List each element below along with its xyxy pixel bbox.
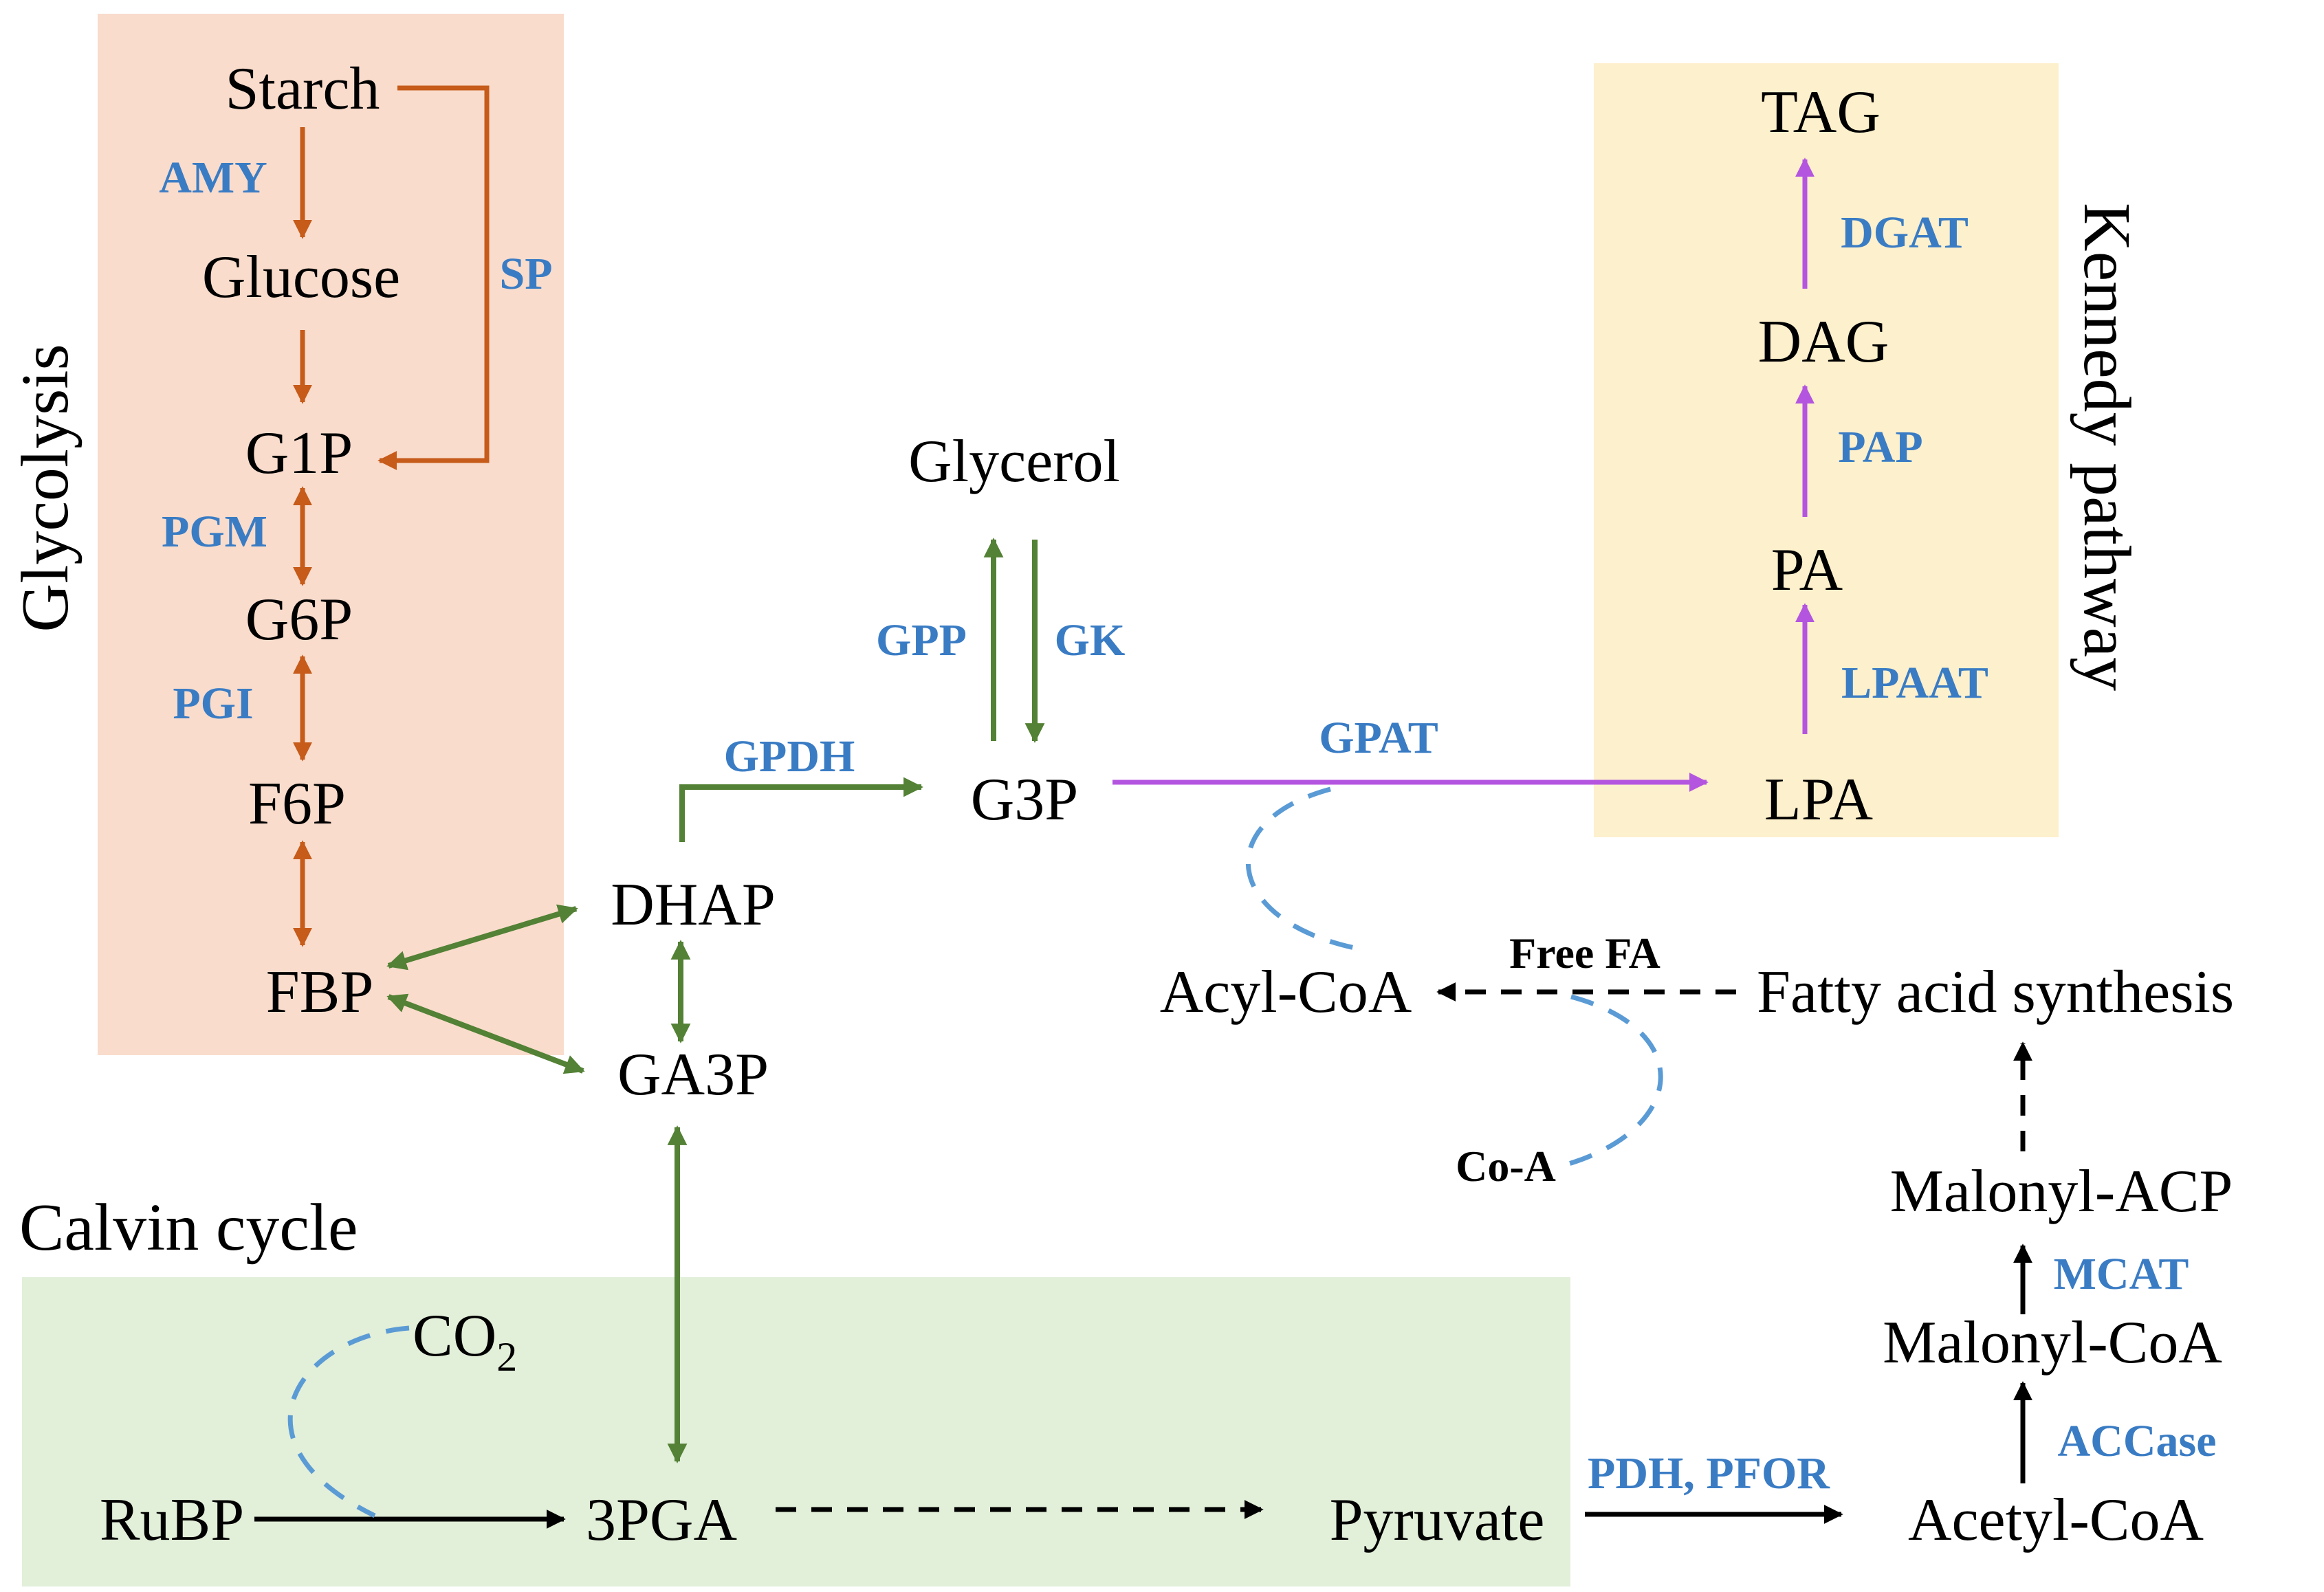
- calvin-region: [22, 1277, 1570, 1587]
- metabolite-tag: TAG: [1761, 79, 1881, 146]
- arrow-starch-g1p-sp: [377, 85, 490, 470]
- metabolite-fatty-acid-synthesis: Fatty acid synthesis: [1757, 959, 2234, 1026]
- enzyme-pap: PAP: [1838, 422, 1922, 472]
- metabolite-dhap: DHAP: [611, 872, 776, 938]
- glycolysis-label: Glycolysis: [8, 344, 83, 632]
- curve-acylcoa-gpat: [1246, 786, 1359, 951]
- enzyme-pgi: PGI: [173, 678, 253, 729]
- metabolite-pa: PA: [1771, 537, 1843, 604]
- kennedy-label: Kennedy pathway: [2070, 203, 2144, 691]
- arrow-dhap-g3p-gpdh: [679, 777, 923, 842]
- metabolite-acyl-coa: Acyl-CoA: [1160, 959, 1412, 1026]
- enzyme-amy: AMY: [159, 153, 267, 203]
- metabolite-f6p: F6P: [248, 771, 346, 837]
- metabolite-lpa: LPA: [1764, 766, 1873, 833]
- enzyme-pgm: PGM: [162, 507, 267, 557]
- metabolite-g3p: G3P: [971, 766, 1079, 833]
- enzyme-sp: SP: [499, 249, 552, 299]
- curve-coa-release: [1564, 994, 1663, 1168]
- metabolite-malonyl-acp: Malonyl-ACP: [1890, 1158, 2233, 1225]
- arrow-fbp-ga3p: [386, 993, 585, 1074]
- enzyme-mcat: MCAT: [2054, 1249, 2189, 1299]
- enzyme-gk: GK: [1055, 615, 1126, 665]
- metabolite-ga3p: GA3P: [617, 1041, 769, 1108]
- enzyme-gpat: GPAT: [1319, 713, 1438, 763]
- metabolite-glucose: Glucose: [202, 244, 400, 311]
- calvin-label: Calvin cycle: [19, 1191, 358, 1265]
- metabolite-g6p: G6P: [245, 586, 353, 653]
- metabolite-3pga: 3PGA: [586, 1487, 737, 1554]
- metabolite-pyruvate: Pyruvate: [1330, 1487, 1545, 1554]
- metabolite-dag: DAG: [1758, 309, 1889, 375]
- metabolite-glycerol: Glycerol: [908, 428, 1120, 495]
- metabolite-rubp: RuBP: [100, 1487, 244, 1554]
- curve-co2-uptake: [287, 1325, 410, 1518]
- metabolite-fbp: FBP: [266, 959, 374, 1026]
- metabolite-malonyl-coa: Malonyl-CoA: [1883, 1309, 2222, 1376]
- enzyme-dgat: DGAT: [1841, 208, 1969, 258]
- cofactor-free-fa: Free FA: [1509, 929, 1660, 977]
- cofactor-co-a: Co-A: [1456, 1142, 1556, 1191]
- metabolite-acetyl-coa: Acetyl-CoA: [1908, 1487, 2204, 1554]
- enzyme-accase: ACCase: [2058, 1416, 2217, 1466]
- arrow-fbp-dhap: [386, 904, 578, 971]
- enzyme-gpdh: GPDH: [724, 731, 855, 782]
- enzyme-lpaat: LPAAT: [1841, 658, 1988, 708]
- metabolite-co2: CO2: [413, 1303, 517, 1380]
- enzyme-gpp: GPP: [876, 615, 967, 665]
- metabolite-g1p: G1P: [245, 420, 353, 487]
- metabolite-starch: Starch: [226, 56, 380, 122]
- co2-base: CO: [413, 1303, 496, 1369]
- co2-subscript: 2: [496, 1334, 517, 1380]
- enzyme-pdh-pfor: PDH, PFOR: [1588, 1448, 1830, 1499]
- kennedy-region: [1594, 63, 2059, 837]
